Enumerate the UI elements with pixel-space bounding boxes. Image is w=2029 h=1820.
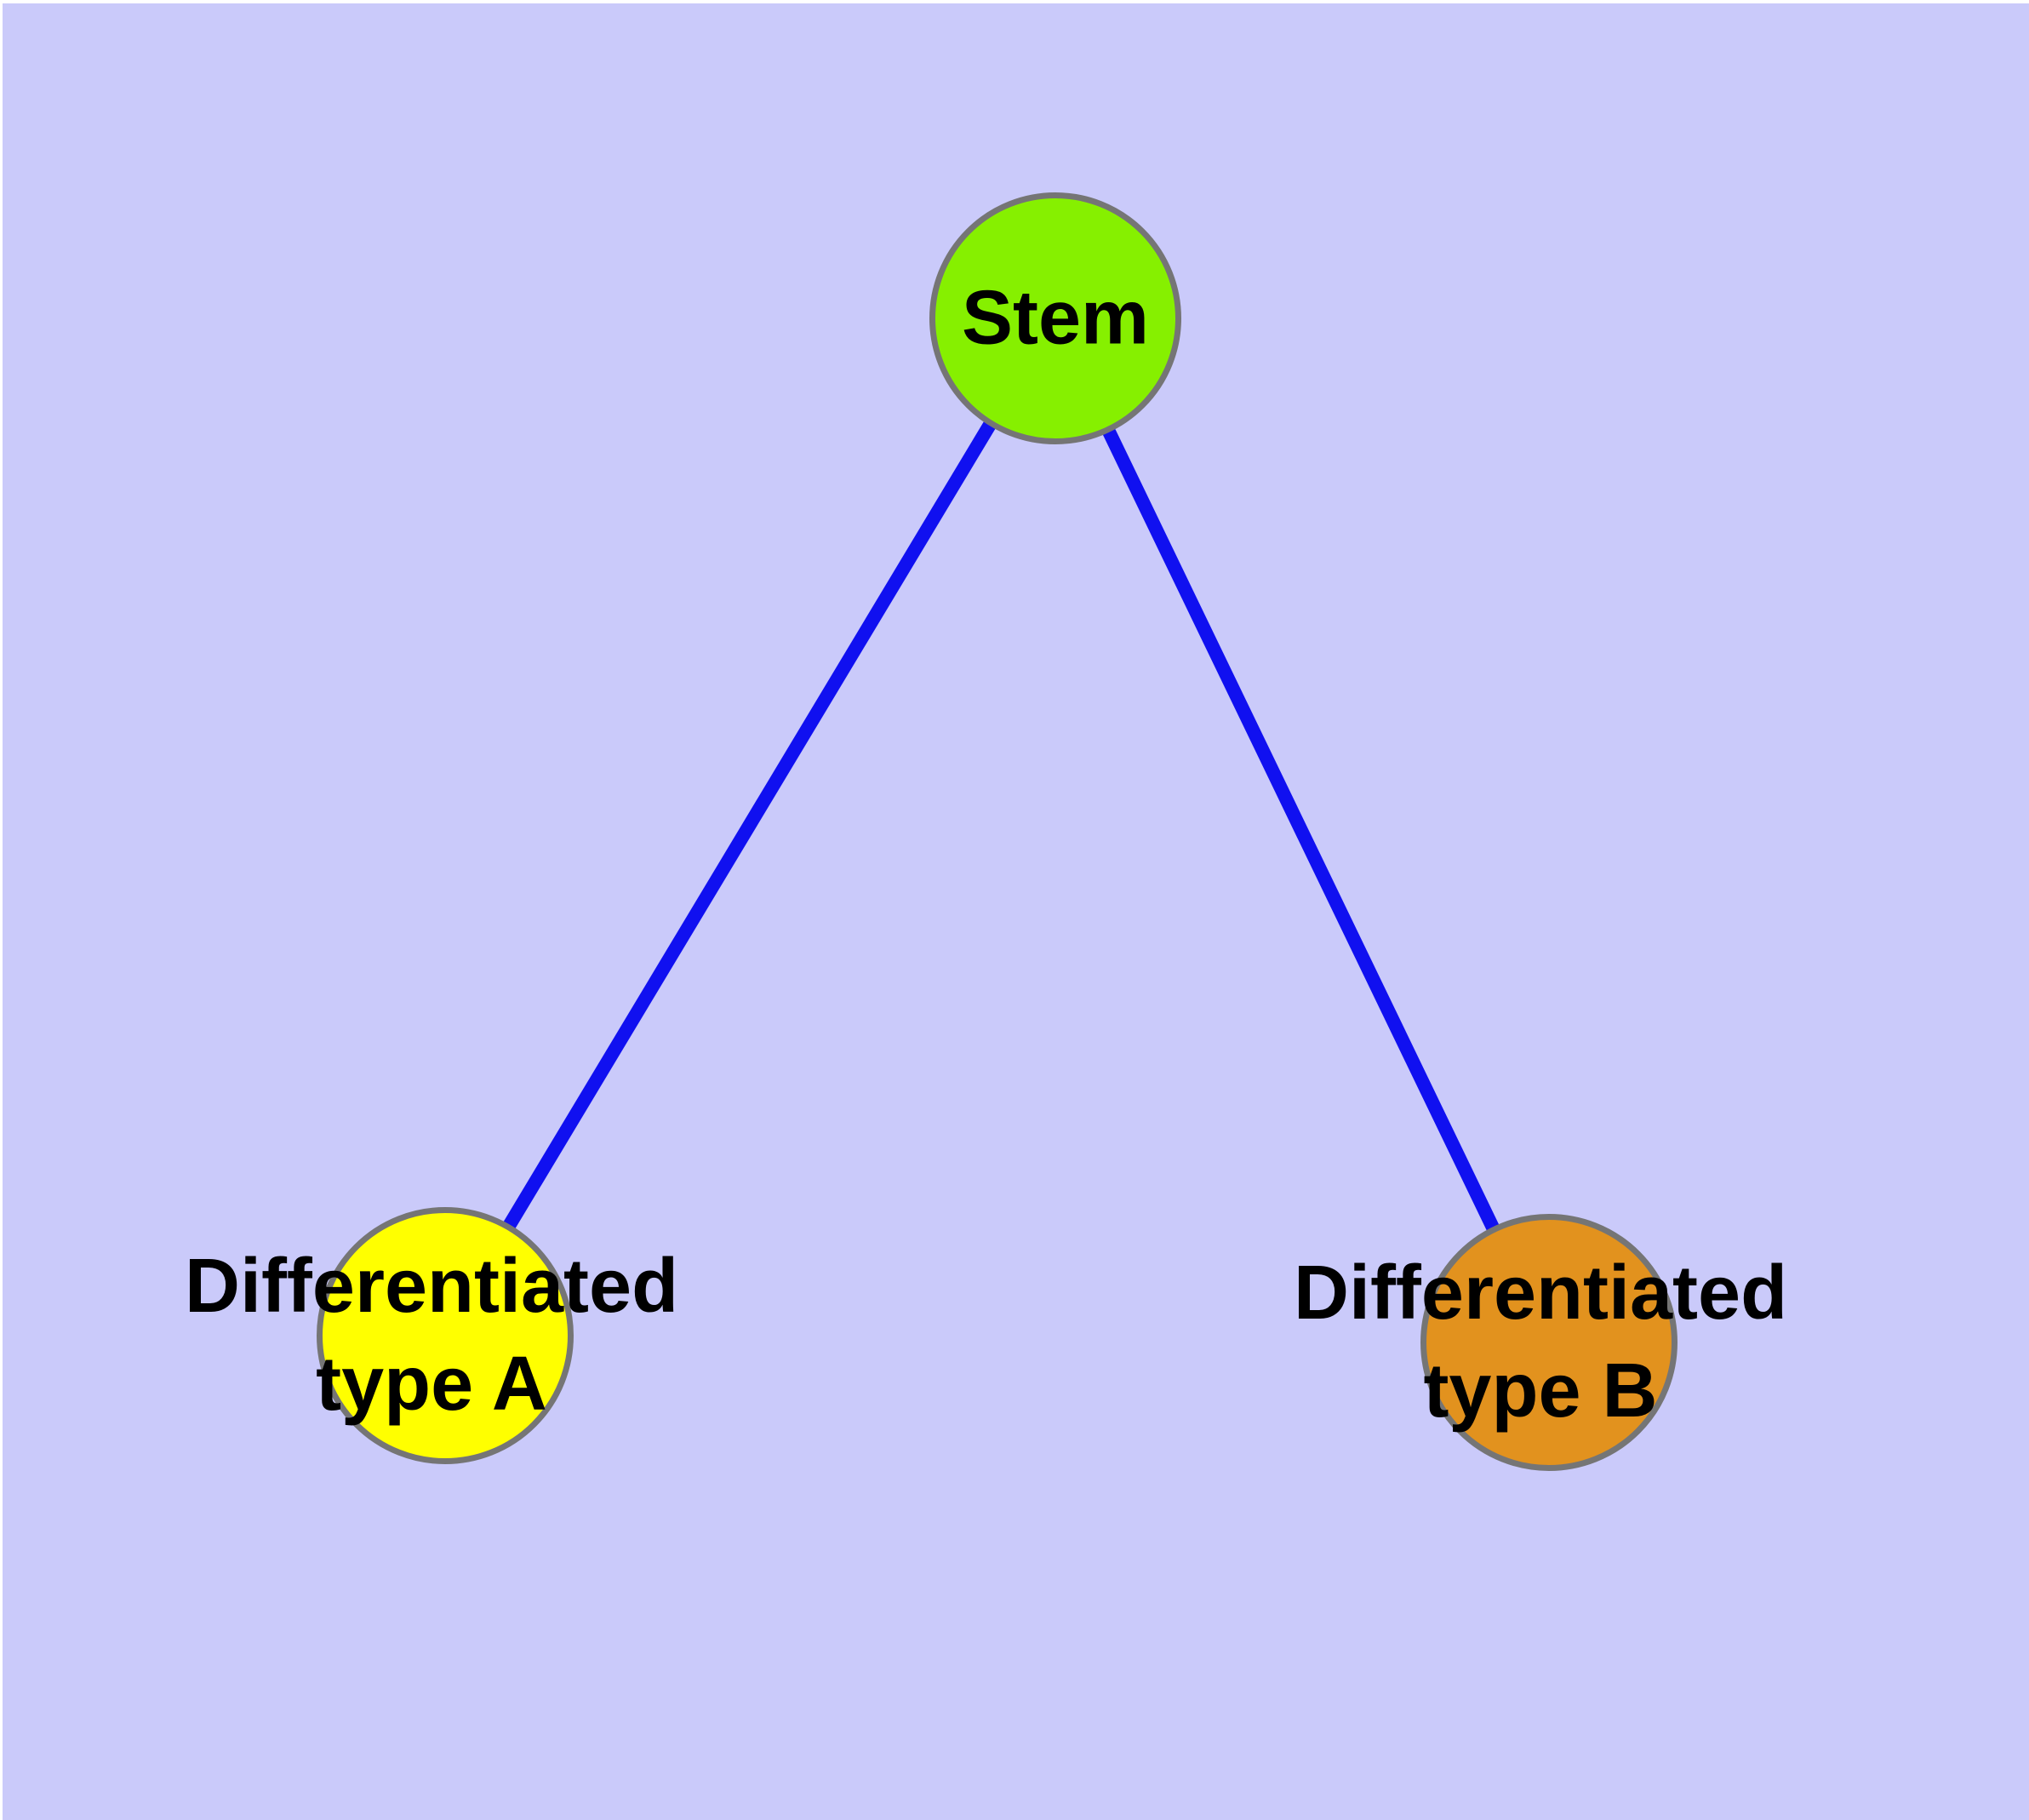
node-stem-circle xyxy=(929,192,1181,444)
node-type-b-label: Differentiated type B xyxy=(1293,1251,1788,1434)
node-type-a-label: Differentiated type A xyxy=(184,1244,679,1427)
edge-stem-type-b xyxy=(1048,314,1553,1343)
edge-layer xyxy=(438,314,1553,1343)
node-type-b-circle xyxy=(1420,1214,1677,1471)
node-type-a-circle xyxy=(317,1207,574,1464)
edge-stem-type-a xyxy=(438,314,1060,1337)
node-stem-label: Stem xyxy=(961,275,1150,361)
